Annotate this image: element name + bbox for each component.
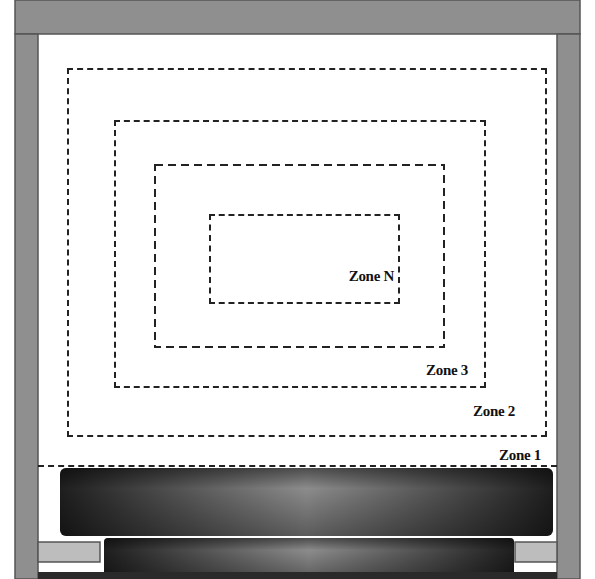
zone-region: Zone 1 Zone 2 Zone 3 Zone N: [38, 35, 557, 467]
right-wall: [557, 34, 580, 579]
intermediate-zone: [155, 165, 444, 347]
zone-region: Zone N: [209, 214, 400, 304]
fire-source: [60, 468, 553, 536]
left-wall: [15, 34, 38, 579]
base-plate: [38, 572, 557, 579]
zone-label: Zone 1: [499, 447, 541, 464]
zone-label: Zone 2: [473, 403, 515, 420]
support-block: [515, 542, 557, 562]
zone-region: Zone 2 Zone 3 Zone N: [67, 68, 547, 437]
zone-label: Zone N: [349, 268, 394, 285]
ceiling-wall: [15, 0, 580, 34]
zone-label: Zone 3: [426, 362, 468, 379]
fire-source-shade: [60, 468, 553, 536]
zone-region: Zone 3 Zone N: [114, 120, 486, 388]
support-block: [38, 542, 100, 562]
